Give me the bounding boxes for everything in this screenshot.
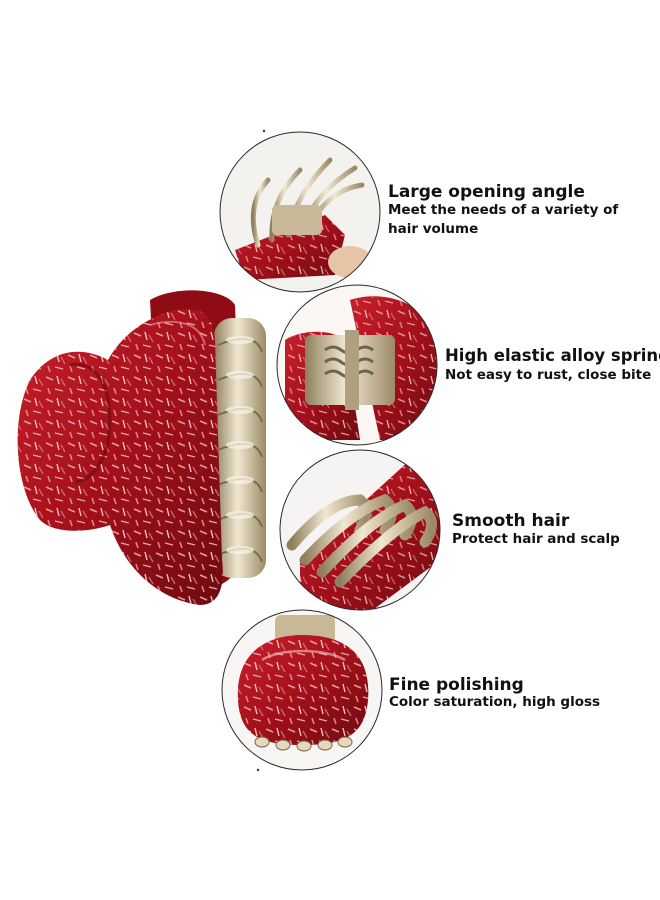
- connector-dot-icon: [262, 129, 266, 133]
- feature-desc-spring: Not easy to rust, close bite: [445, 367, 652, 383]
- detail-circle-spring: [277, 285, 437, 445]
- detail-circle-smooth-teeth: [280, 450, 440, 610]
- feature-title-smooth-hair: Smooth hair: [452, 511, 570, 531]
- connector-dot-icon: [256, 768, 260, 772]
- feature-title-opening-angle: Large opening angle: [388, 182, 585, 202]
- feature-desc-opening-angle-line2: hair volume: [388, 221, 479, 237]
- feature-title-spring: High elastic alloy spring: [445, 346, 660, 365]
- feature-desc-polishing: Color saturation, high gloss: [389, 694, 601, 710]
- feature-title-polishing: Fine polishing: [389, 675, 524, 695]
- feature-desc-opening-angle-line1: Meet the needs of a variety of: [388, 202, 619, 218]
- detail-circle-polishing: [222, 610, 382, 770]
- detail-circle-opening-angle: [220, 132, 380, 292]
- main-claw-clip-image: [17, 290, 266, 605]
- feature-desc-smooth-hair: Protect hair and scalp: [452, 531, 620, 547]
